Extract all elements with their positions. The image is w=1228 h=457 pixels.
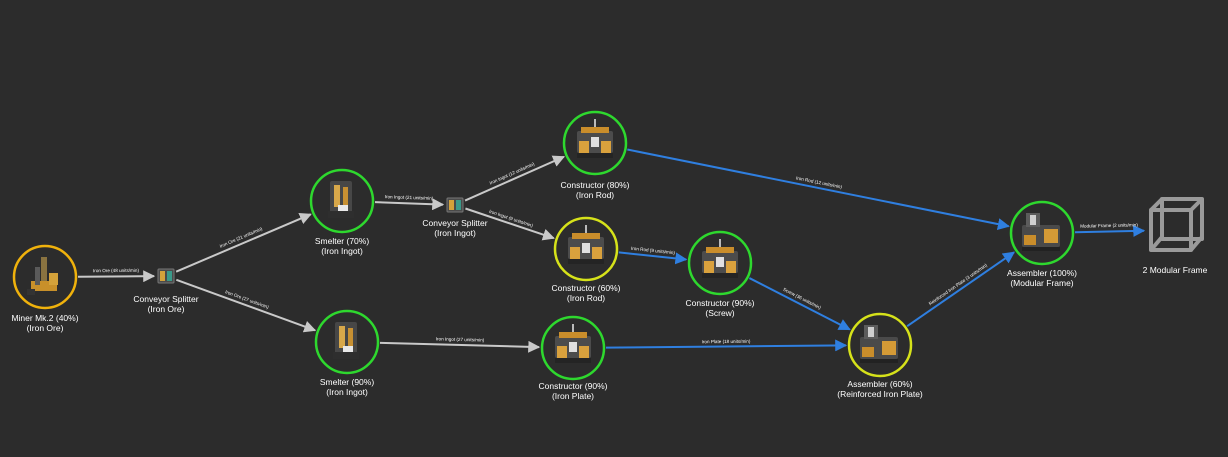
edge-split1-to-smelter2 (175, 278, 317, 333)
constructor-icon (702, 239, 738, 278)
edge-split2-to-constr_rod1 (464, 155, 566, 202)
node-smelter2[interactable] (314, 309, 380, 375)
node-title: Smelter (70%) (314, 236, 370, 246)
node-label: Constructor (90%)(Screw) (686, 298, 755, 318)
edge-label: Iron Plate (18 units/min) (701, 338, 751, 344)
edge-constr_screw-to-asm_rip (748, 277, 851, 331)
node-label: Smelter (90%)(Iron Ingot) (320, 377, 374, 397)
node-constr_rod2[interactable] (553, 216, 619, 282)
edge-smelter2-to-constr_plate (379, 340, 541, 353)
node-asm_rip[interactable] (847, 312, 913, 378)
node-subtitle: (Iron Ingot) (326, 387, 368, 397)
node-label: Assembler (60%)(Reinforced Iron Plate) (837, 379, 923, 399)
constructor-icon (577, 119, 613, 158)
node-title: 2 Modular Frame (1142, 265, 1208, 275)
node-label: Constructor (60%)(Iron Rod) (552, 283, 621, 303)
node-subtitle: (Iron Rod) (575, 190, 615, 200)
node-title: Constructor (60%) (551, 283, 621, 293)
node-title: Constructor (90%) (538, 381, 608, 391)
edge-asm_frame-to-output (1074, 224, 1146, 237)
splitter-icon (157, 268, 175, 284)
node-label: Miner Mk.2 (40%)(Iron Ore) (11, 313, 78, 333)
assembler-icon (1022, 213, 1060, 251)
edge-asm_rip-to-asm_frame (906, 251, 1016, 328)
node-subtitle: (Iron Rod) (566, 293, 606, 303)
edge-constr_plate-to-asm_rip (605, 339, 848, 352)
node-title: Constructor (80%) (560, 180, 630, 190)
node-title: Assembler (60%) (847, 379, 913, 389)
node-constr_plate[interactable] (540, 315, 606, 381)
edge-constr_rod2-to-constr_screw (618, 251, 688, 265)
smelter-icon (333, 322, 359, 359)
node-smelter1[interactable] (309, 168, 375, 234)
node-label: Conveyor Splitter(Iron Ingot) (422, 218, 487, 238)
node-label: Smelter (70%)(Iron Ingot) (315, 236, 369, 256)
node-title: Conveyor Splitter (133, 294, 199, 304)
edge-label: Iron Ore (48 units/min) (92, 268, 139, 274)
node-title: Assembler (100%) (1007, 268, 1077, 278)
node-subtitle: (Iron Ingot) (321, 246, 363, 256)
splitter-icon (446, 197, 464, 213)
smelter-icon (328, 181, 354, 218)
node-label: Constructor (80%)(Iron Rod) (561, 180, 630, 200)
node-subtitle: (Iron Ingot) (434, 228, 476, 238)
modular-frame-icon (1149, 197, 1204, 252)
node-label: Assembler (100%)(Modular Frame) (1007, 268, 1077, 288)
node-output[interactable] (1149, 197, 1204, 252)
constructor-icon (555, 324, 591, 363)
node-asm_frame[interactable] (1009, 200, 1075, 266)
nodes-layer (12, 110, 1204, 381)
assembler-icon (860, 325, 898, 363)
node-subtitle: (Screw) (705, 308, 735, 318)
node-miner[interactable] (12, 244, 78, 310)
node-split1[interactable] (157, 268, 175, 284)
node-title: Constructor (90%) (685, 298, 755, 308)
node-label: Constructor (90%)(Iron Plate) (539, 381, 608, 401)
node-title: Smelter (90%) (319, 377, 375, 387)
edge-miner-to-split1 (77, 270, 156, 283)
node-constr_screw[interactable] (687, 230, 753, 296)
node-subtitle: (Iron Ore) (26, 323, 64, 333)
edge-constr_rod1-to-asm_frame (627, 148, 1010, 231)
node-subtitle: (Iron Ore) (147, 304, 185, 314)
node-subtitle: (Modular Frame) (1010, 278, 1074, 288)
node-subtitle: (Iron Plate) (551, 391, 595, 401)
node-split2[interactable] (446, 197, 464, 213)
node-label: 2 Modular Frame (1143, 265, 1208, 275)
node-constr_rod1[interactable] (562, 110, 628, 176)
node-title: Miner Mk.2 (40%) (11, 313, 79, 323)
constructor-icon (568, 225, 604, 264)
node-label: Conveyor Splitter(Iron Ore) (133, 294, 198, 314)
edge-smelter1-to-split2 (374, 198, 445, 211)
edges-layer (77, 148, 1146, 353)
miner-icon (27, 257, 58, 295)
edge-split1-to-smelter1 (175, 213, 312, 273)
node-title: Conveyor Splitter (422, 218, 488, 228)
edge-split2-to-constr_rod2 (465, 207, 555, 241)
node-subtitle: (Reinforced Iron Plate) (837, 389, 923, 399)
